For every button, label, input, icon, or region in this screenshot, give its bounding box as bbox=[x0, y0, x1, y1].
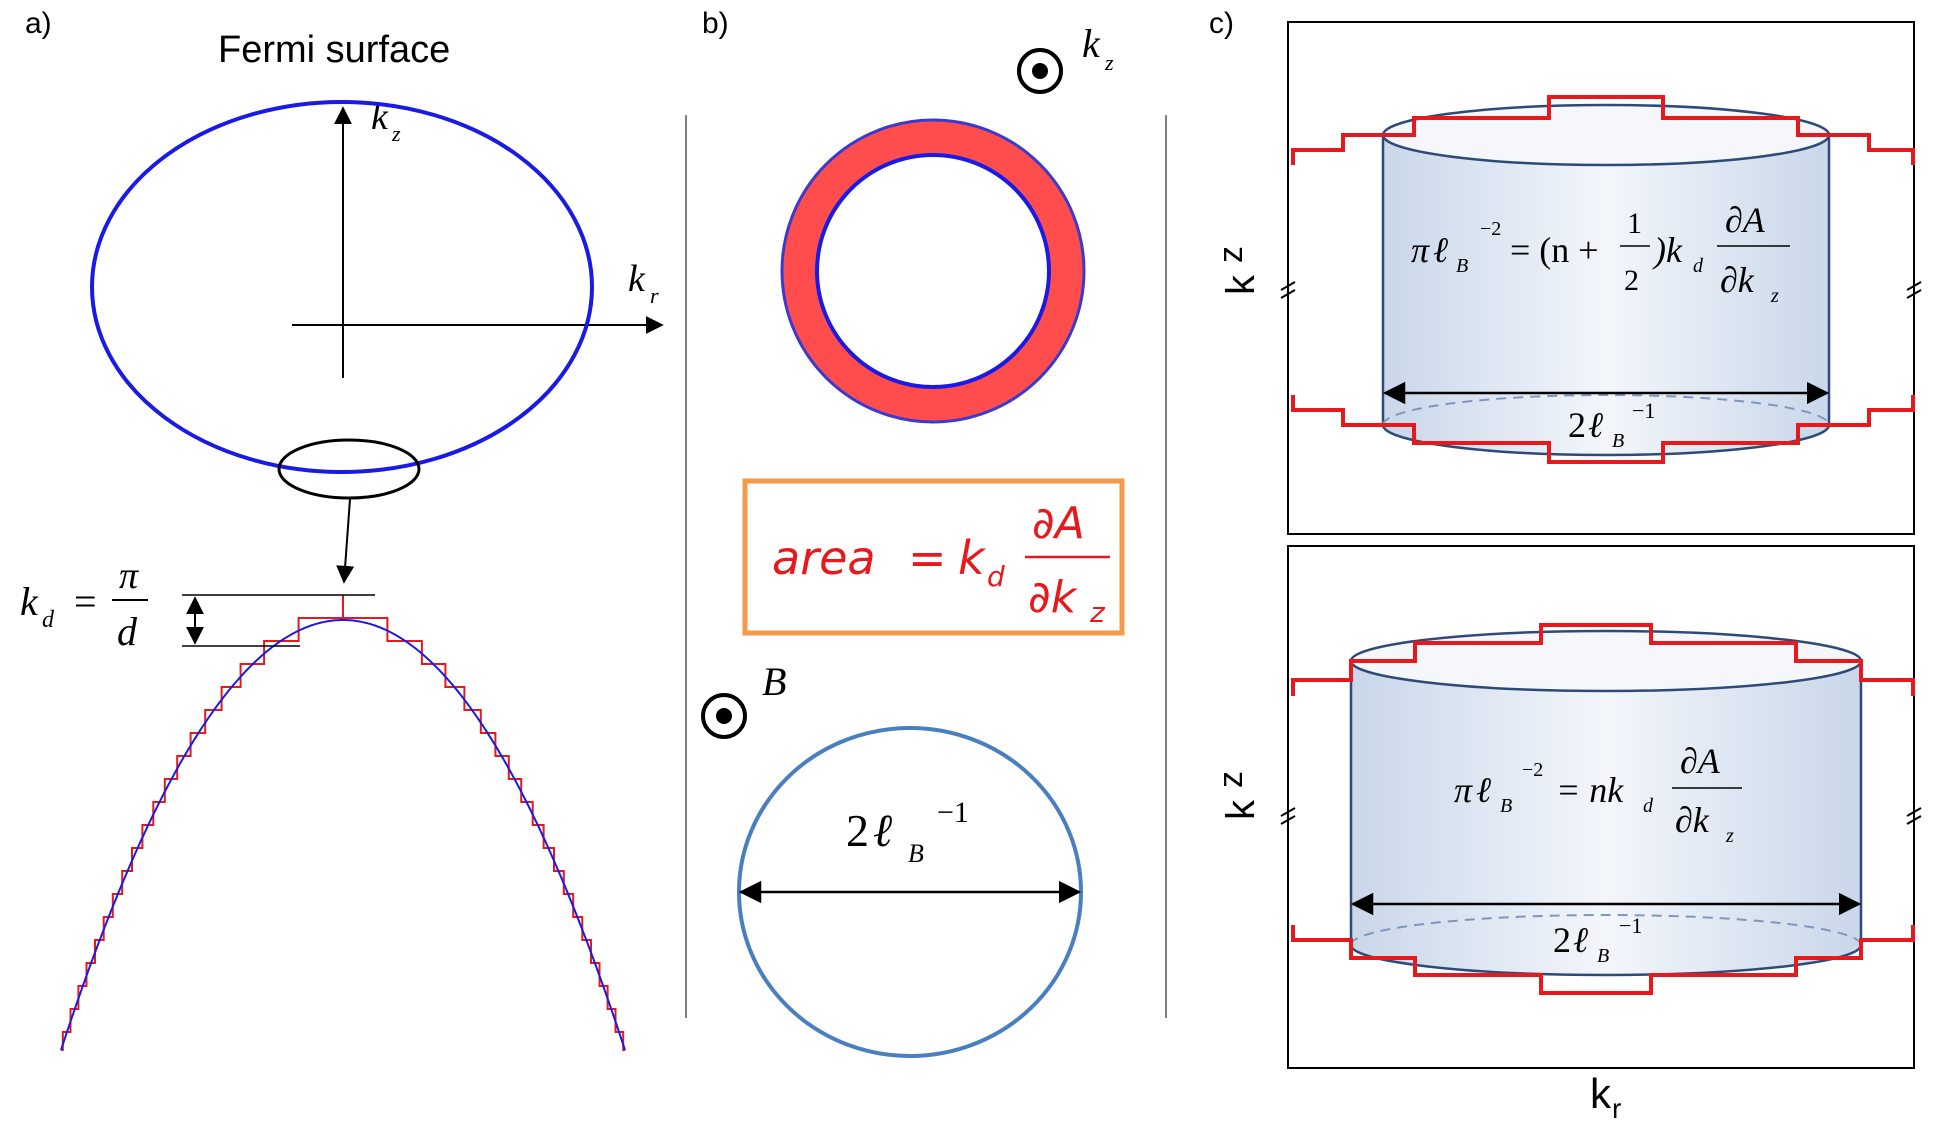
eq-bottom-mid: = nk bbox=[1556, 770, 1624, 810]
orbit-diameter-coef: 2 bbox=[846, 805, 869, 856]
eq-bottom-ell: ℓ bbox=[1476, 770, 1491, 810]
orbit-diameter-sub: B bbox=[908, 839, 924, 868]
panel-b-kz-label: k bbox=[1082, 21, 1101, 66]
kr-axis-label-sub: r bbox=[650, 283, 659, 308]
area-numerator: ∂A bbox=[1032, 498, 1085, 549]
kd-symbol-sub: d bbox=[42, 607, 55, 633]
eq-top-den: ∂k bbox=[1720, 260, 1755, 300]
eq-top-half-den: 2 bbox=[1624, 264, 1639, 297]
axis-break-left-bottom bbox=[1280, 807, 1296, 825]
b-field-label: B bbox=[762, 659, 786, 704]
continuous-surface-curve bbox=[60, 619, 626, 1051]
width-top-sub: B bbox=[1612, 430, 1624, 452]
panel-c-xlabel-sub: r bbox=[1612, 1093, 1621, 1122]
fermi-surface-title: Fermi surface bbox=[218, 29, 450, 71]
eq-top-close-sub: d bbox=[1693, 255, 1704, 277]
eq-bottom-ell-sup: −2 bbox=[1522, 759, 1543, 781]
area-denominator-sub: z bbox=[1089, 596, 1106, 629]
annulus-inner-hole bbox=[815, 153, 1051, 389]
step-outline-lower-bottom bbox=[1291, 925, 1915, 995]
width-bottom-sup: −1 bbox=[1619, 913, 1642, 938]
step-outline-lower-top bbox=[1291, 395, 1915, 464]
width-bottom-coef: 2 bbox=[1553, 920, 1571, 960]
eq-bottom-num: ∂A bbox=[1680, 741, 1721, 781]
step-outline-upper-bottom bbox=[1291, 623, 1915, 696]
kd-equals: = bbox=[74, 579, 97, 624]
panel-c-bottom: π ℓ B −2 = nk d ∂A ∂k z 2 ℓ B −1 k z bbox=[1212, 545, 1922, 1069]
cylinder-top-cap-top bbox=[1381, 103, 1831, 167]
kd-denominator: d bbox=[117, 609, 138, 654]
kz-out-of-plane-icon bbox=[1017, 48, 1063, 94]
panel-c-xlabel: k bbox=[1590, 1070, 1612, 1117]
area-denominator: ∂k bbox=[1028, 572, 1078, 623]
eq-top-mid: = (n + bbox=[1510, 230, 1599, 270]
eq-top-half-num: 1 bbox=[1627, 207, 1642, 240]
b-field-dot-icon bbox=[716, 708, 732, 724]
panel-c-top: π ℓ B −2 = (n + 1 2 )k d ∂A ∂k z 2 ℓ B −… bbox=[1212, 21, 1922, 535]
area-kd-sub: d bbox=[987, 560, 1005, 593]
panel-a-label: a) bbox=[25, 7, 52, 40]
panel-c-label: c) bbox=[1209, 7, 1234, 40]
eq-top-close: )k bbox=[1652, 230, 1683, 270]
panel-b-label: b) bbox=[702, 7, 729, 40]
panel-b: b) k z area = k d ∂A ∂k z B 2 ℓ B −1 bbox=[701, 7, 1125, 1058]
kz-out-of-plane-dot-icon bbox=[1032, 63, 1048, 79]
cylinder-body-top bbox=[1381, 133, 1831, 457]
eq-bottom-den-sub: z bbox=[1725, 825, 1734, 847]
b-field-out-of-plane-icon bbox=[701, 693, 747, 739]
orbit-diameter-sup: −1 bbox=[937, 796, 969, 829]
panel-c-bottom-ylabel-sub: z bbox=[1212, 771, 1250, 788]
eq-top-ell-sub: B bbox=[1456, 255, 1468, 277]
zoom-region-ellipse bbox=[277, 438, 421, 500]
eq-bottom-den: ∂k bbox=[1675, 800, 1710, 840]
eq-top-num: ∂A bbox=[1725, 200, 1766, 240]
axis-break-right-bottom bbox=[1906, 807, 1922, 825]
eq-bottom-ell-sub: B bbox=[1500, 795, 1512, 817]
eq-top-pi: π bbox=[1411, 230, 1430, 270]
eq-top-ell-sup: −2 bbox=[1480, 218, 1501, 240]
area-equals: = bbox=[908, 531, 947, 585]
zoom-arrow bbox=[336, 498, 355, 584]
cylinder-body-bottom bbox=[1349, 659, 1863, 977]
step-outline-upper-top bbox=[1291, 95, 1915, 165]
width-bottom-sub: B bbox=[1597, 945, 1609, 967]
panel-c-bottom-ylabel: k bbox=[1219, 799, 1263, 820]
width-top-sup: −1 bbox=[1632, 398, 1655, 423]
width-top-ell: ℓ bbox=[1588, 405, 1603, 445]
kz-axis-label-sub: z bbox=[391, 121, 401, 146]
orbit-diameter-ell: ℓ bbox=[873, 805, 893, 856]
panel-c: c) π ℓ B −2 = (n + 1 2 )k d bbox=[1209, 7, 1922, 1122]
panel-b-kz-sub: z bbox=[1104, 50, 1114, 75]
kd-symbol: k bbox=[20, 579, 39, 624]
eq-bottom-pi: π bbox=[1454, 770, 1473, 810]
fermi-surface-ellipse bbox=[90, 100, 594, 474]
area-kd: k bbox=[958, 531, 987, 585]
area-lhs: area bbox=[772, 531, 876, 585]
eq-bottom-mid-sub: d bbox=[1643, 795, 1654, 817]
panel-c-top-ylabel-sub: z bbox=[1212, 246, 1250, 263]
axis-break-left-top bbox=[1280, 281, 1296, 299]
axis-break-right-top bbox=[1906, 281, 1922, 299]
cylinder-top-cap-bottom bbox=[1349, 629, 1863, 693]
kr-axis-label: k bbox=[628, 258, 646, 300]
width-top-coef: 2 bbox=[1568, 405, 1586, 445]
eq-top-den-sub: z bbox=[1770, 285, 1779, 307]
kd-numerator: π bbox=[119, 555, 139, 597]
quantized-step-curve bbox=[61, 595, 625, 1051]
panel-c-top-ylabel: k bbox=[1219, 274, 1263, 295]
panel-a: a) Fermi surface k z k r k d = π d bbox=[20, 7, 664, 1051]
width-bottom-ell: ℓ bbox=[1573, 920, 1588, 960]
eq-top-ell: ℓ bbox=[1433, 230, 1448, 270]
